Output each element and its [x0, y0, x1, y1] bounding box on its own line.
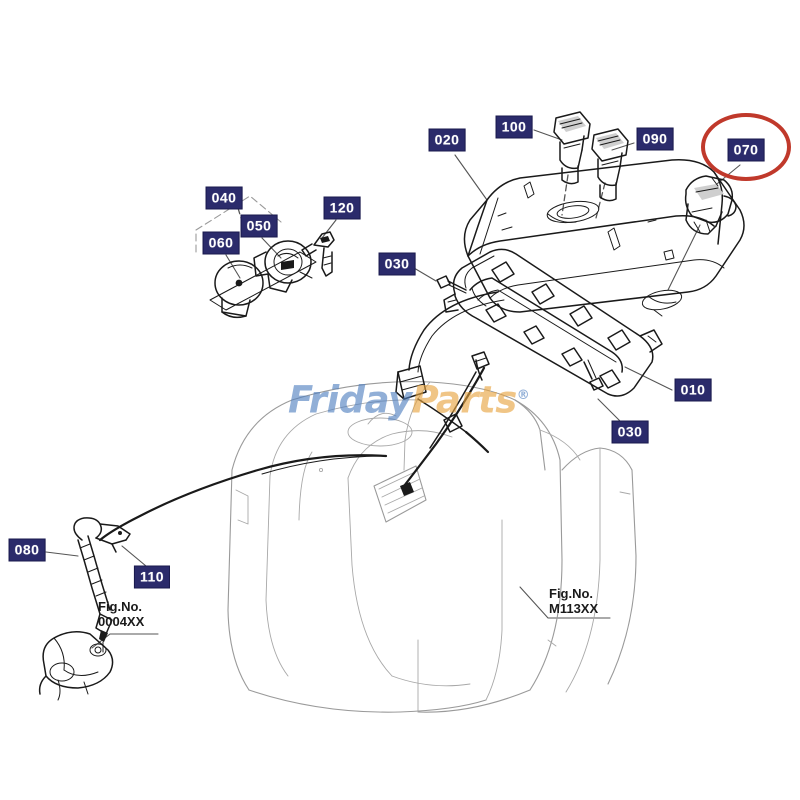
callout-part-030-upper[interactable]: 030 — [378, 252, 416, 276]
part-090-rocker-switch — [591, 128, 629, 202]
governor-housing — [38, 631, 114, 701]
part-070-mount-boss — [641, 289, 683, 317]
tractor-body-outline — [227, 381, 637, 713]
rod-fitting — [443, 413, 463, 433]
dashboard-console — [436, 111, 745, 397]
part-020-upper-cover — [463, 159, 745, 313]
callout-part-070[interactable]: 070 — [727, 138, 765, 162]
grille-louvres — [373, 465, 427, 523]
part-120-key — [301, 231, 335, 277]
part-050-body — [253, 240, 313, 293]
figure-reference-0004xx: Fig.No. 0004XX — [98, 599, 145, 629]
part-070-switch — [684, 175, 737, 235]
callout-part-050[interactable]: 050 — [240, 214, 278, 238]
harness-connector — [395, 365, 427, 400]
callout-part-040[interactable]: 040 — [205, 186, 243, 210]
callout-part-060[interactable]: 060 — [202, 231, 240, 255]
callout-part-120[interactable]: 120 — [323, 196, 361, 220]
figure-reference-m113xx: Fig.No. M113XX — [549, 586, 599, 616]
part-010-instrument-frame — [443, 248, 663, 397]
cable-sheath-080 — [77, 535, 113, 653]
inline-plug — [471, 351, 490, 370]
callout-part-100[interactable]: 100 — [495, 115, 533, 139]
callout-part-080[interactable]: 080 — [8, 538, 46, 562]
control-cable-assembly — [38, 454, 388, 701]
cable-clamp-110 — [73, 517, 131, 553]
callout-part-020[interactable]: 020 — [428, 128, 466, 152]
callout-part-110[interactable]: 110 — [133, 565, 171, 589]
part-100-rocker-switch — [553, 111, 591, 185]
callout-part-010[interactable]: 010 — [674, 378, 712, 402]
part-060-body — [214, 260, 264, 319]
ignition-switch-group — [209, 231, 335, 319]
callout-part-090[interactable]: 090 — [636, 127, 674, 151]
wiring-harness — [395, 291, 505, 496]
callout-part-030-lower[interactable]: 030 — [611, 420, 649, 444]
part-030-bolt-lower — [583, 359, 604, 391]
part-030-bolt-upper — [436, 275, 467, 294]
